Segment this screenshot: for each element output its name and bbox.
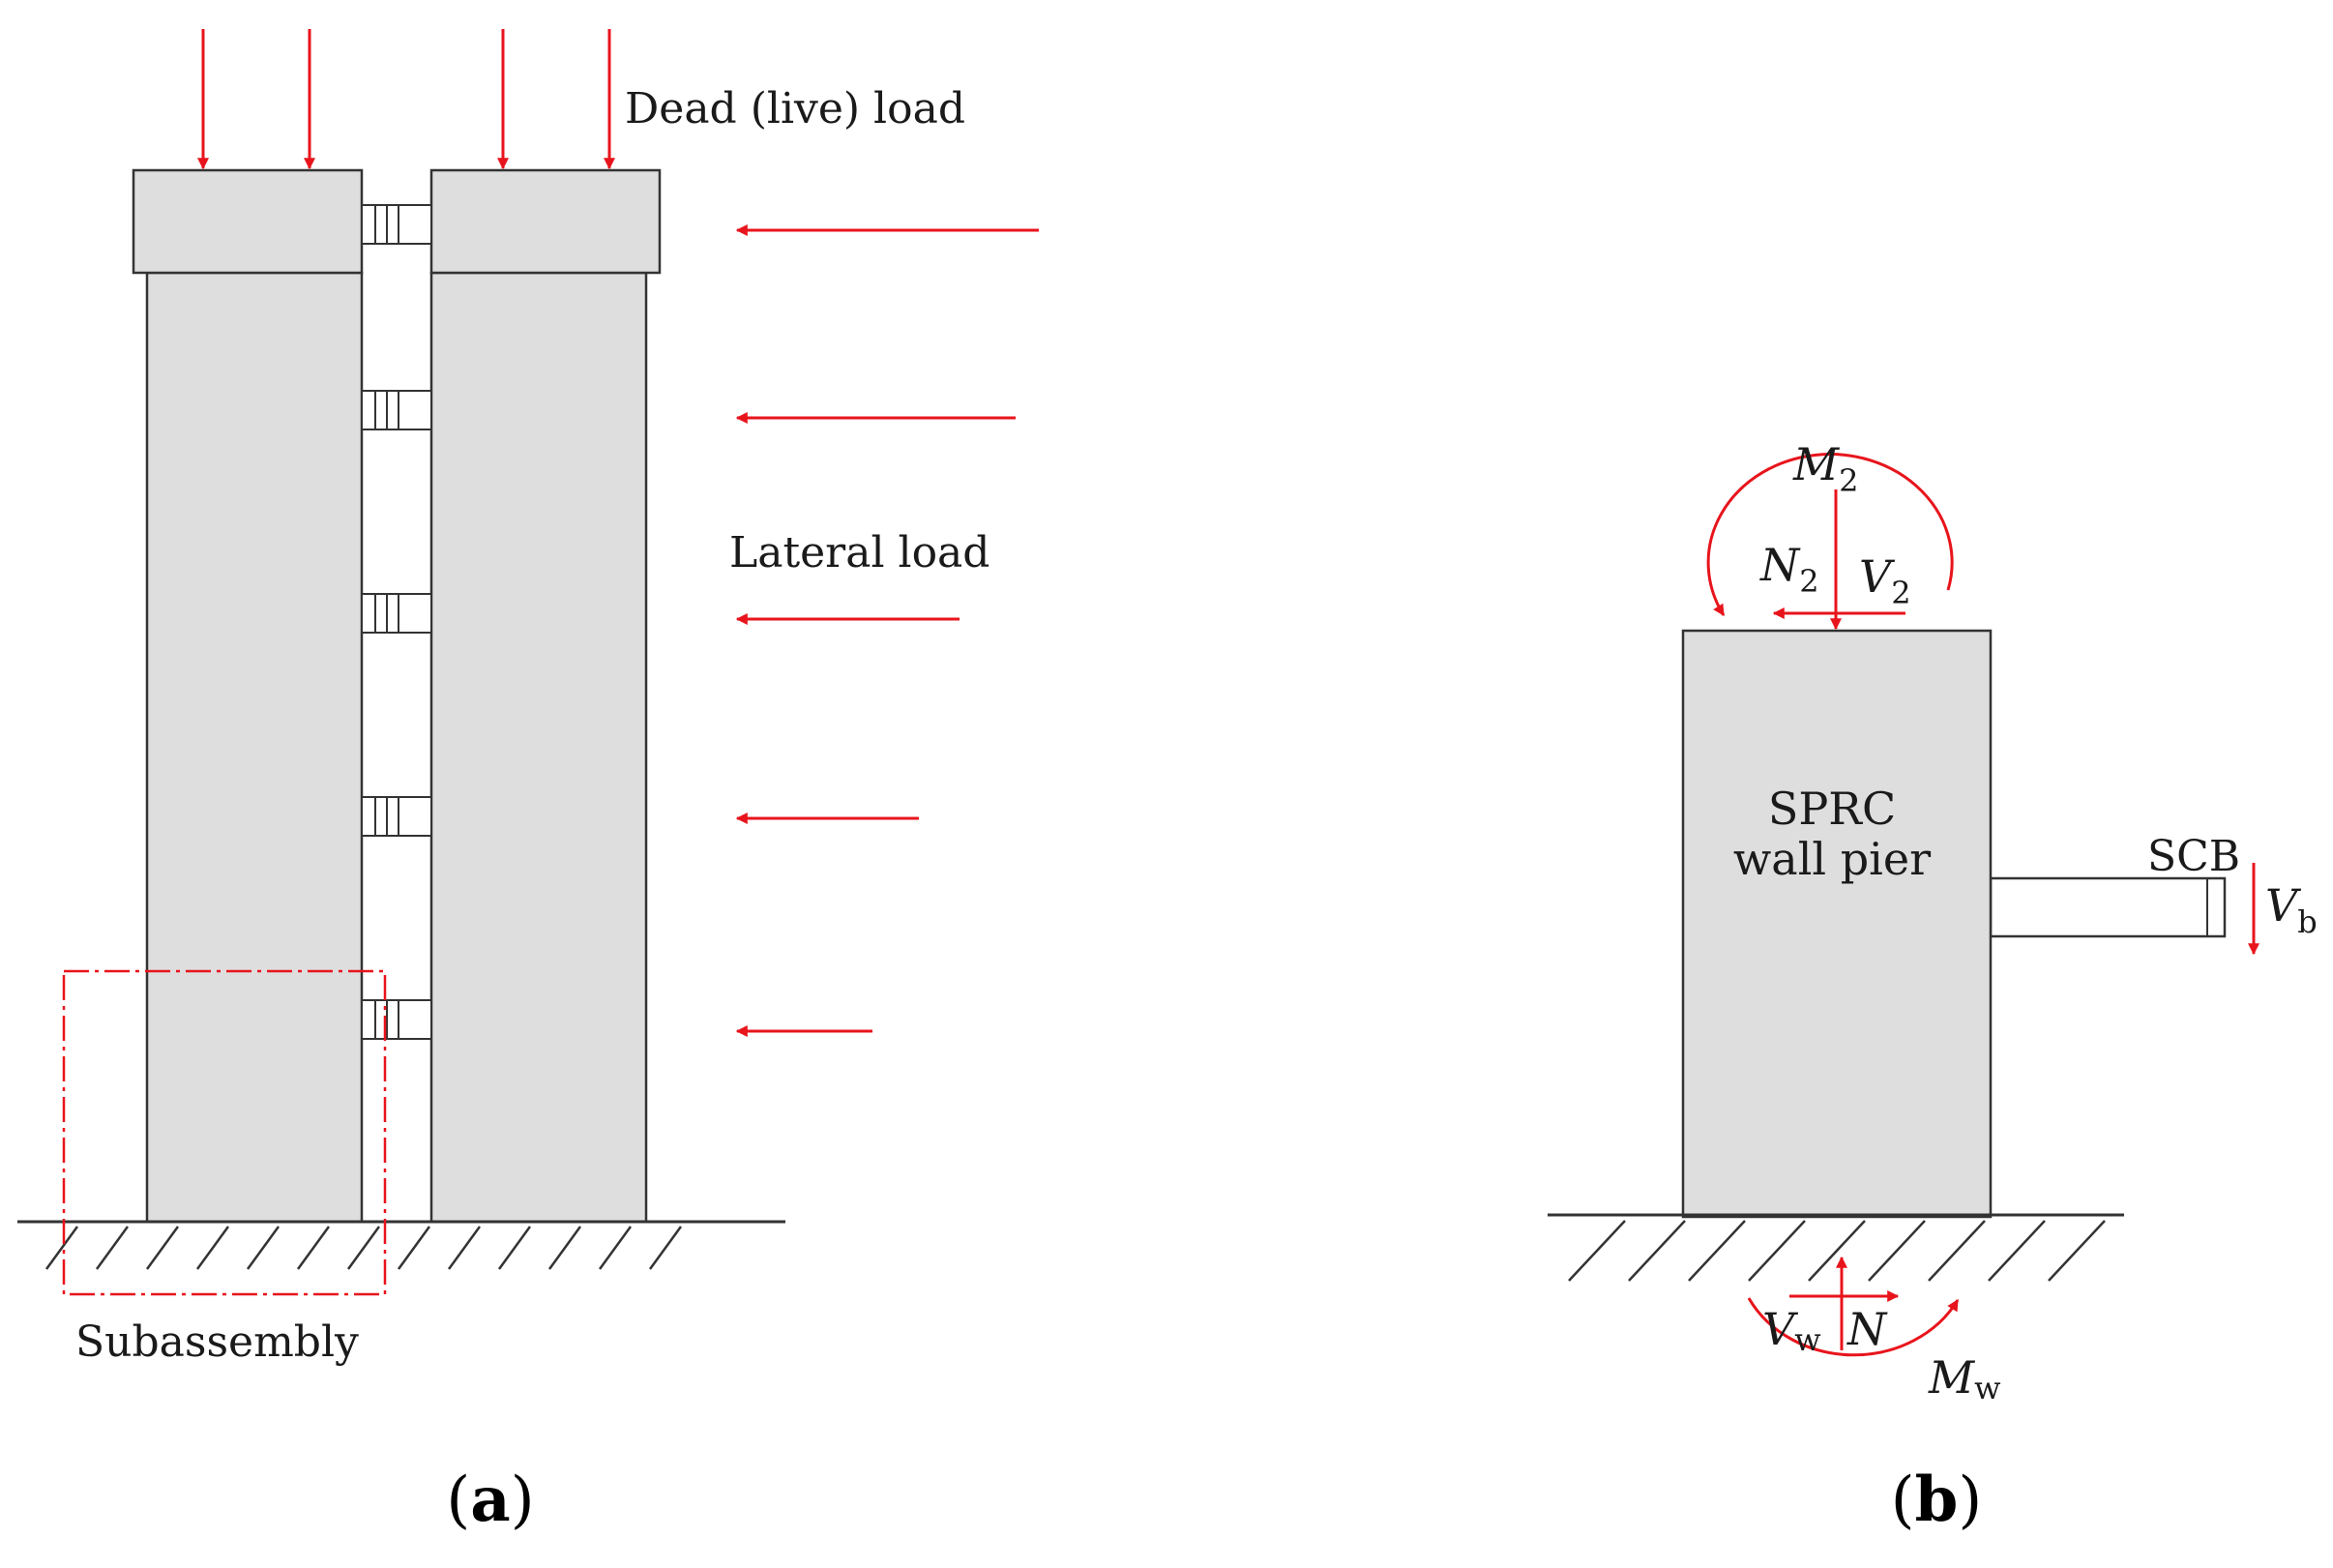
lateral-load-label: Lateral load [729,528,989,577]
v2-label: V2 [1859,550,1911,611]
panel-b-caption: (b) [1891,1464,1983,1536]
wall-label-line1: SPRC [1768,783,1896,835]
coupling-beam [361,390,432,430]
n-label: N [1846,1303,1888,1355]
left-wall-pier [145,271,364,1224]
wall-label-line2: wall pier [1733,833,1931,885]
vb-label: Vb [2265,879,2318,940]
ground-hatch [44,1226,683,1270]
subassembly-box [62,969,387,1296]
vw-label: Vw [1762,1303,1821,1358]
sprc-wall-pier [1681,629,1993,1219]
panel-a-caption: (a) [446,1464,534,1536]
dead-load-arrow [197,29,615,170]
dead-load-label: Dead (live) load [625,84,965,133]
lateral-load-arrow [735,224,1039,1037]
mw-moment-arrow [1747,1297,1960,1357]
scb-label: SCB [2147,832,2240,881]
left-wall-cap [132,168,364,275]
coupling-beam [361,796,432,837]
right-wall-cap [429,168,662,275]
n2-label: N2 [1759,539,1819,600]
panel-a: Dead (live) load Lateral load Subassembl… [17,29,1039,1536]
subassembly-label: Subassembly [75,1317,359,1367]
m2-moment-arrow [1706,453,1954,617]
mw-label: Mw [1928,1351,2001,1406]
coupling-beam [361,999,432,1040]
right-wall-pier [429,271,648,1224]
coupling-beam [361,593,432,634]
scb-beam [1989,876,2227,938]
panel-b: SPRC wall pier SCB M2 N2 V2 Vb Vw N Mw (… [1548,438,2318,1536]
ground-hatch [1568,1220,2106,1282]
coupling-beam [361,204,432,245]
m2-label: M2 [1792,438,1858,499]
